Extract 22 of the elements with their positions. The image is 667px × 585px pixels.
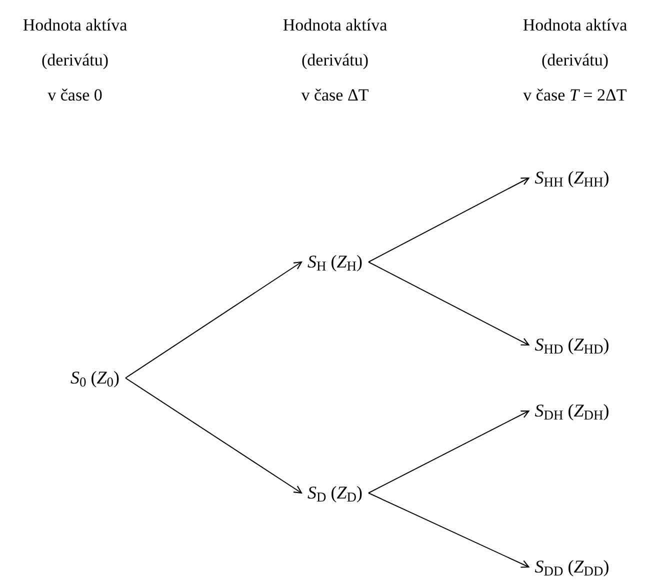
column-heading: Hodnota aktíva <box>282 14 388 36</box>
column-heading: (derivátu) <box>301 49 369 72</box>
column-heading: (derivátu) <box>41 49 109 72</box>
column-heading: Hodnota aktíva <box>522 14 628 36</box>
node-value: S$_{D}$ (Z$_{D}$) <box>308 480 362 506</box>
arrow <box>368 492 530 568</box>
arrow <box>368 177 530 262</box>
column-heading: v čase ΔT <box>301 84 369 106</box>
arrow <box>125 261 302 378</box>
column-heading: Hodnota aktíva <box>22 14 128 36</box>
node-value: S$_{0}$ (Z$_{0}$) <box>70 364 120 392</box>
arrow <box>125 378 302 494</box>
node-value: S$_{DH}$ (Z$_{DH}$) <box>534 398 610 424</box>
node-value: S$_{DD}$ (Z$_{DD}$) <box>534 554 610 580</box>
arrow <box>368 262 530 346</box>
column-heading: v čase 0 <box>48 84 102 106</box>
node-value: S$_{H}$ (Z$_{H}$) <box>308 248 362 276</box>
column-heading: v čase T = 2ΔT <box>523 84 627 106</box>
arrow <box>368 410 530 494</box>
column-heading: (derivátu) <box>541 49 609 72</box>
node-value: S$_{HD}$ (Z$_{HD}$) <box>534 332 610 358</box>
node-value: S$_{HH}$ (Z$_{HH}$) <box>534 164 610 192</box>
